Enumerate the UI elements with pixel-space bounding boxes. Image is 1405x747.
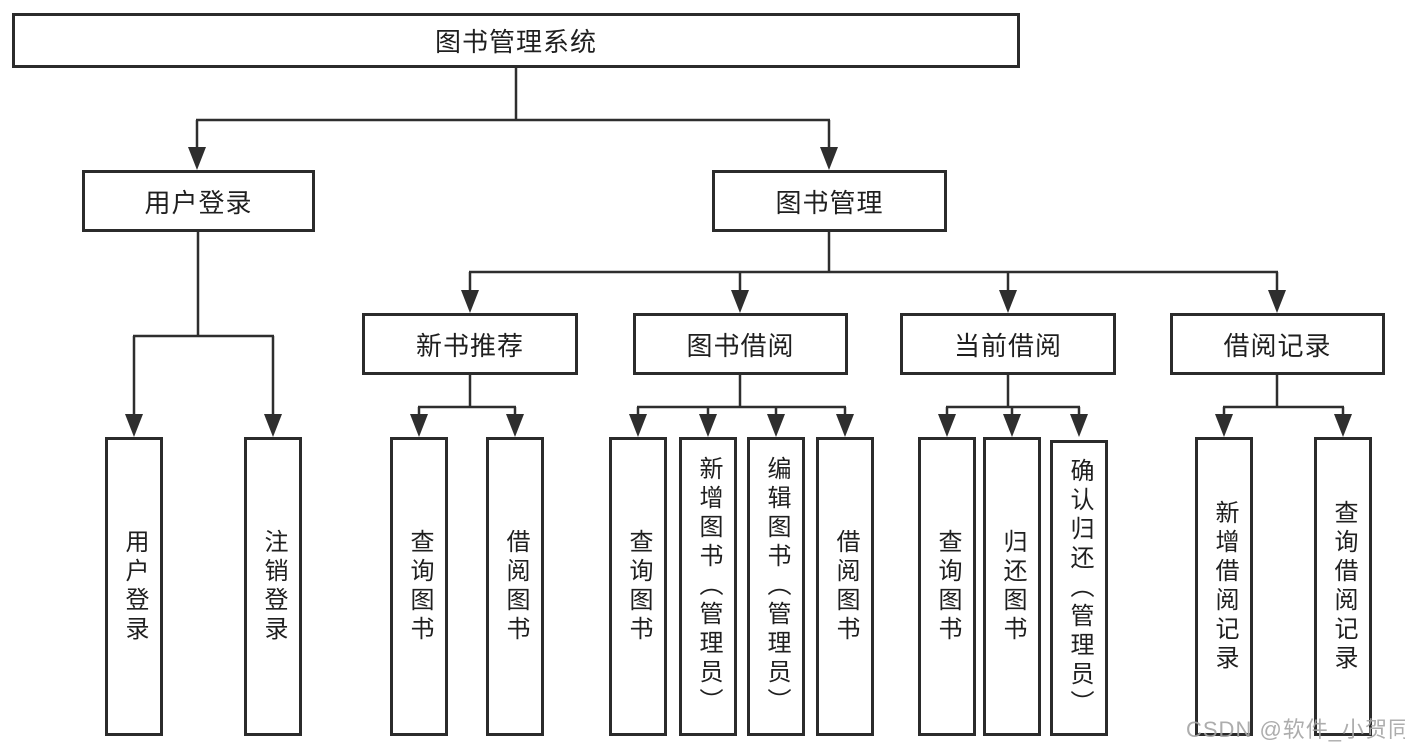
- node-label: 注销登录: [260, 528, 287, 645]
- leaf-borrow-books: 借阅图书: [816, 437, 874, 736]
- leaf-edit-book-admin: 编辑图书（管理员）: [747, 437, 805, 736]
- node-label: 查询图书: [934, 528, 961, 645]
- node-label: 图书借阅: [686, 330, 795, 361]
- node-label: 查询图书: [625, 528, 652, 645]
- node-root: 图书管理系统: [12, 13, 1020, 68]
- node-book-management: 图书管理: [712, 170, 947, 232]
- node-label: 当前借阅: [953, 330, 1062, 361]
- node-borrow-records: 借阅记录: [1170, 313, 1385, 375]
- node-label: 用户登录: [144, 187, 253, 218]
- node-label: 借阅图书: [832, 528, 859, 645]
- node-label: 新增图书（管理员）: [695, 456, 722, 717]
- leaf-query-books-borrowing: 查询图书: [609, 437, 667, 736]
- node-label: 新增借阅记录: [1211, 499, 1238, 674]
- leaf-return-books: 归还图书: [983, 437, 1041, 736]
- connector-borrow-records-to-leaves: [1215, 375, 1352, 437]
- leaf-logout: 注销登录: [244, 437, 302, 736]
- leaf-confirm-return-admin: 确认归还（管理员）: [1050, 440, 1108, 736]
- node-new-book-recommend: 新书推荐: [362, 313, 578, 375]
- connector-book-management-to-sections: [461, 232, 1286, 313]
- node-label: 确认归还（管理员）: [1066, 457, 1093, 719]
- leaf-borrow-books-recommend: 借阅图书: [486, 437, 544, 736]
- connector-root-to-level2: [188, 68, 838, 170]
- leaf-user-login: 用户登录: [105, 437, 163, 736]
- node-user-login: 用户登录: [82, 170, 315, 232]
- leaf-add-borrow-record: 新增借阅记录: [1195, 437, 1253, 736]
- leaf-query-books-current: 查询图书: [918, 437, 976, 736]
- node-current-borrowing: 当前借阅: [900, 313, 1116, 375]
- node-label: 图书管理: [775, 187, 884, 218]
- leaf-query-books-recommend: 查询图书: [390, 437, 448, 736]
- node-label: 图书管理系统: [434, 27, 597, 57]
- connector-new-book-recommend-to-leaves: [410, 375, 524, 437]
- leaf-add-book-admin: 新增图书（管理员）: [679, 437, 737, 736]
- leaf-query-borrow-record: 查询借阅记录: [1314, 437, 1372, 736]
- node-label: 编辑图书（管理员）: [763, 456, 790, 717]
- node-label: 用户登录: [121, 528, 148, 645]
- node-label: 新书推荐: [415, 330, 524, 361]
- connector-current-borrowing-to-leaves: [938, 375, 1088, 437]
- node-label: 借阅记录: [1223, 330, 1332, 361]
- node-label: 归还图书: [999, 528, 1026, 645]
- node-label: 借阅图书: [502, 528, 529, 645]
- node-label: 查询图书: [406, 528, 433, 645]
- connector-book-borrowing-to-leaves: [629, 375, 854, 437]
- watermark: CSDN @软件_小贺同学: [1186, 717, 1405, 742]
- node-book-borrowing: 图书借阅: [633, 313, 848, 375]
- node-label: 查询借阅记录: [1330, 499, 1357, 674]
- connector-user-login-to-leaves: [125, 232, 282, 437]
